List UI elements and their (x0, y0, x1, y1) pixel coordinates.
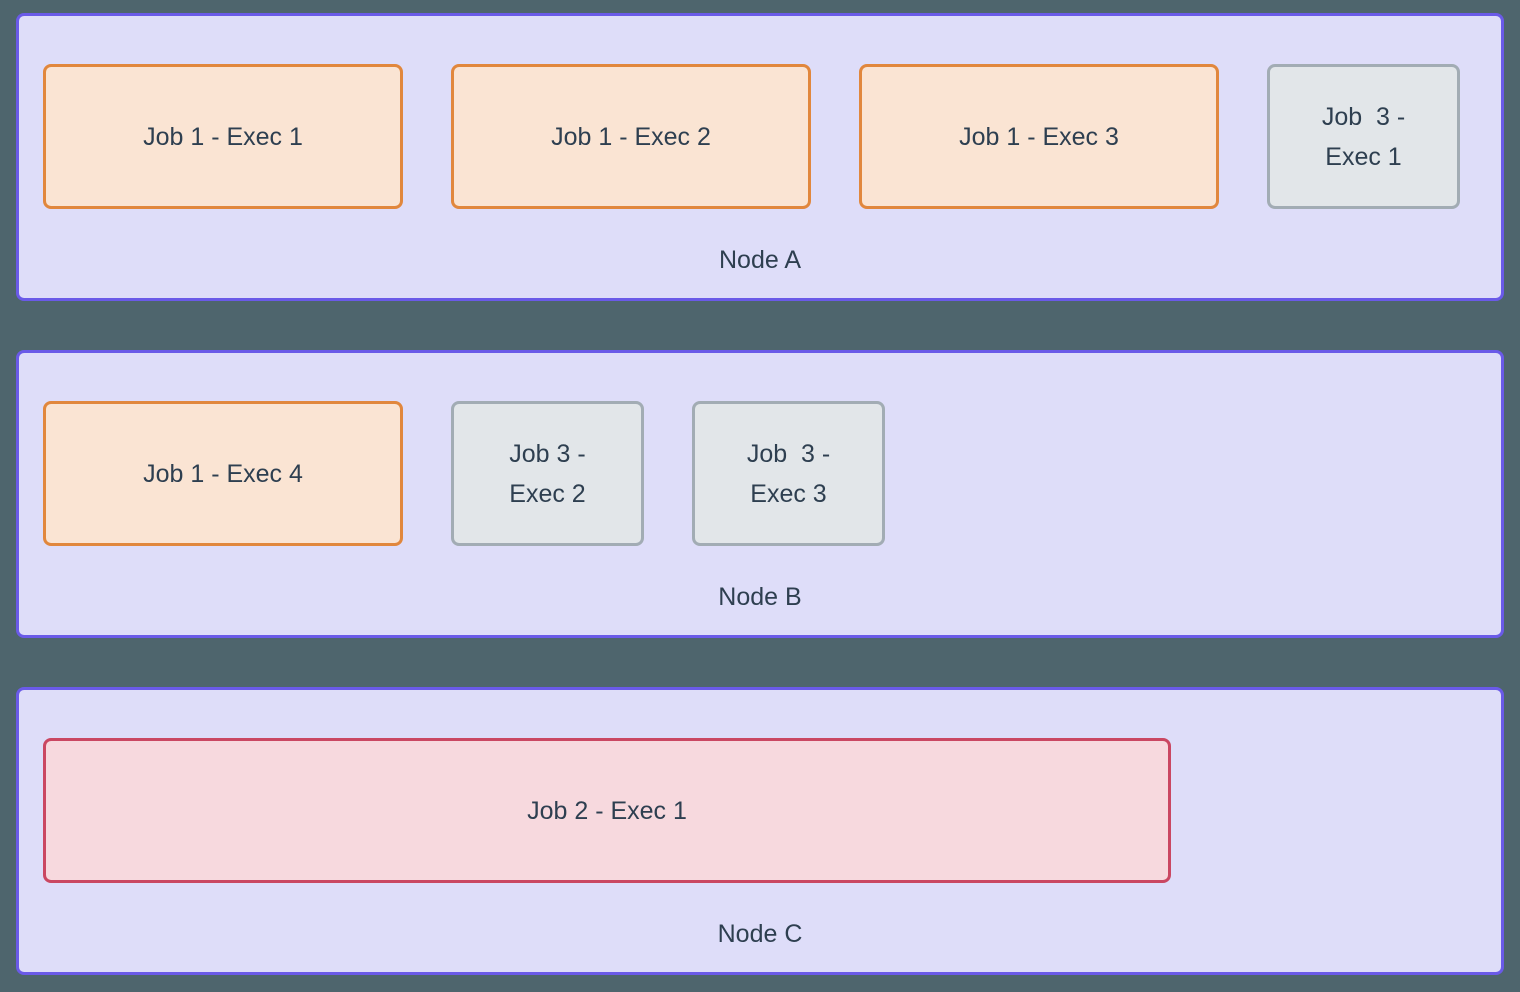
executor-row: Job 1 - Exec 4 Job 3 - Exec 2 Job 3 - Exec 3 (19, 353, 1501, 546)
executor-box-job3: Job 3 - Exec 2 (451, 401, 644, 546)
executor-label: Job 1 - Exec 2 (551, 122, 711, 151)
executor-row: Job 1 - Exec 1 Job 1 - Exec 2 Job 1 - Exec… (19, 16, 1501, 209)
node-label: Node C (717, 920, 803, 948)
node-node-b: Job 1 - Exec 4 Job 3 - Exec 2 Job 3 - Exec 3… (16, 350, 1504, 638)
executor-label: Exec 3 (750, 479, 827, 508)
executor-box-job2: Job 2 - Exec 1 (43, 738, 1171, 883)
executor-box-job3: Job 3 - Exec 1 (1267, 64, 1460, 209)
executor-box-job3: Job 3 - Exec 3 (692, 401, 885, 546)
executor-box-job1: Job 1 - Exec 3 (859, 64, 1219, 209)
executor-box-job1: Job 1 - Exec 1 (43, 64, 403, 209)
executor-label: Job 3 - (1321, 102, 1406, 131)
node-label: Node A (718, 246, 801, 274)
executor-label: Job 1 - Exec 4 (143, 459, 303, 488)
executor-label: Job 2 - Exec 1 (527, 796, 687, 825)
executor-label: Job 3 - (746, 439, 831, 468)
executor-label: Exec 2 (509, 479, 586, 508)
executor-label: Job 1 - Exec 1 (143, 122, 303, 151)
executor-label: Job 1 - Exec 3 (959, 122, 1119, 151)
executor-box-job1: Job 1 - Exec 4 (43, 401, 403, 546)
node-node-c: Job 2 - Exec 1 Node C (16, 687, 1504, 975)
executor-row: Job 2 - Exec 1 (19, 690, 1501, 883)
executor-label: Job 3 - (509, 439, 586, 468)
executor-box-job1: Job 1 - Exec 2 (451, 64, 811, 209)
node-node-a: Job 1 - Exec 1 Job 1 - Exec 2 Job 1 - Exec… (16, 13, 1504, 301)
executor-label: Exec 1 (1325, 142, 1402, 171)
cluster-diagram: Job 1 - Exec 1 Job 1 - Exec 2 Job 1 - Exec… (16, 13, 1504, 975)
node-label: Node B (718, 583, 802, 611)
